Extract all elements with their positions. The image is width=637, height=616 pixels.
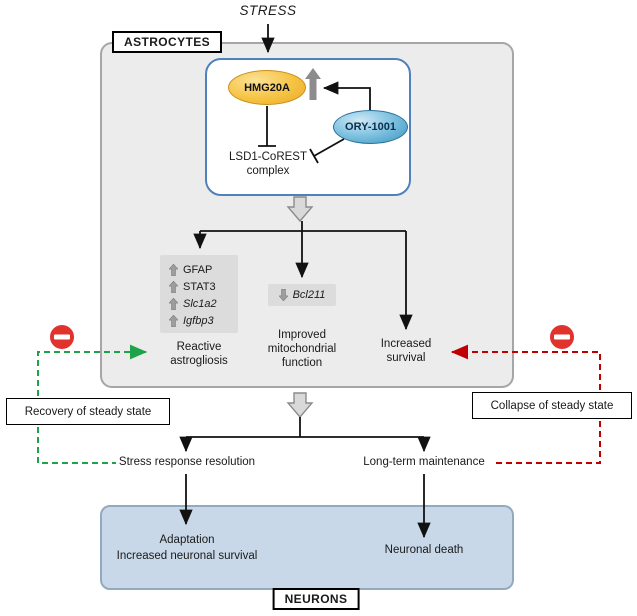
adaptation-line1: Adaptation xyxy=(159,534,215,546)
inhibition-sign-right xyxy=(548,323,576,351)
hmg20a-node: HMG20A xyxy=(228,70,306,105)
marker-row: Slc1a2 xyxy=(169,295,238,312)
marker-label: GFAP xyxy=(183,263,213,276)
marker-label: Igfbp3 xyxy=(183,314,214,327)
outcome-increased-survival: Increased survival xyxy=(380,338,432,364)
downregulated-marker-box: Bcl211 xyxy=(268,284,336,306)
up-arrow-icon xyxy=(169,314,178,327)
lsd1-corest-label: LSD1-CoREST complex xyxy=(229,151,307,177)
stress-response-resolution-label: Stress response resolution xyxy=(118,456,256,468)
long-term-maintenance-label: Long-term maintenance xyxy=(363,456,485,468)
outcome-branch-arrows xyxy=(179,417,431,453)
outcome-mitochondrial-function: Improved mitochondrial function xyxy=(267,329,337,369)
astrocytes-tag: ASTROCYTES xyxy=(112,31,223,53)
neurons-tag: NEURONS xyxy=(272,588,360,610)
marker-row: STAT3 xyxy=(169,278,238,295)
marker-label: Bcl211 xyxy=(292,289,326,301)
upregulated-markers-box: GFAP STAT3 Slc1a2 Igfbp3 xyxy=(160,255,238,333)
marker-row: Igfbp3 xyxy=(169,312,238,329)
adaptation-outcome: Adaptation Increased neuronal survival xyxy=(117,532,258,564)
inhibition-sign-left xyxy=(48,323,76,351)
outcome-reactive-astrogliosis: Reactive astrogliosis xyxy=(170,341,228,367)
marker-label: STAT3 xyxy=(183,280,216,293)
up-arrow-icon xyxy=(169,280,178,293)
up-arrow-icon xyxy=(169,297,178,310)
pathway-block-arrow-bottom xyxy=(286,392,314,419)
down-arrow-icon xyxy=(278,289,288,301)
up-arrow-icon xyxy=(169,263,178,276)
stress-label: STRESS xyxy=(239,3,297,18)
neuronal-death-label: Neuronal death xyxy=(384,544,464,556)
adaptation-line2: Increased neuronal survival xyxy=(116,550,258,562)
collapse-steady-state-box: Collapse of steady state xyxy=(472,392,632,419)
marker-label: Slc1a2 xyxy=(183,297,217,310)
ory1001-node: ORY-1001 xyxy=(333,110,408,144)
recovery-steady-state-box: Recovery of steady state xyxy=(6,398,170,425)
marker-row: GFAP xyxy=(169,261,238,278)
